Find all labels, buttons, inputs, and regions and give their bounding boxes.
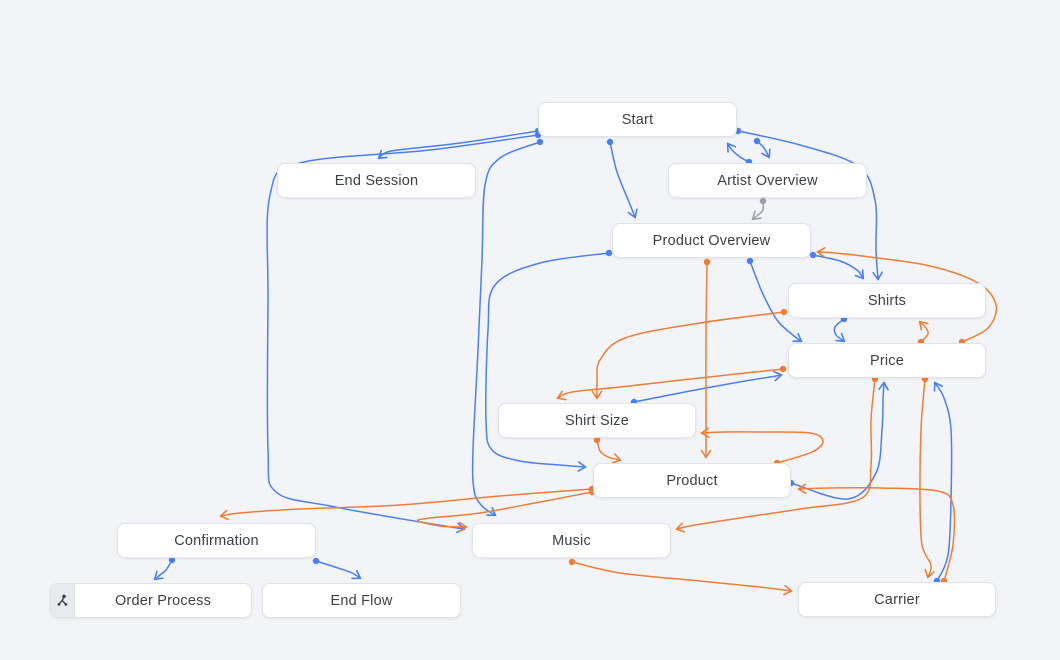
edge-product-overview-shirts	[812, 254, 863, 278]
edge-start-artist-overview	[756, 140, 769, 157]
edge-source-dot	[780, 308, 788, 316]
edge-carrier-price	[935, 383, 953, 582]
node-label: Start	[621, 111, 654, 128]
edge-source-dot	[809, 251, 817, 259]
flow-icon	[51, 584, 75, 617]
node-label: End Session	[334, 172, 419, 189]
edge-source-dot	[703, 258, 711, 266]
edge-price-music	[677, 378, 876, 529]
node-label: Shirts	[867, 292, 907, 309]
edge-shirts-shirt-size	[597, 311, 785, 398]
node-label: Confirmation	[174, 532, 259, 549]
node-label: Carrier	[874, 591, 920, 608]
edge-source-dot	[568, 558, 576, 566]
node-carrier[interactable]: Carrier	[798, 582, 996, 617]
edge-price-carrier	[919, 378, 931, 577]
node-shirts[interactable]: Shirts	[788, 283, 986, 318]
edge-confirmation-order-process	[155, 559, 173, 579]
edge-start-music	[471, 141, 541, 515]
edge-confirmation-end-flow	[315, 560, 360, 578]
node-label: Product	[666, 472, 718, 489]
edge-start-product-overview	[609, 141, 635, 217]
node-label: Price	[869, 352, 905, 369]
edge-source-dot	[753, 137, 761, 145]
edge-artist-overview-product-overview	[753, 200, 765, 219]
edge-price-shirt-size	[558, 368, 784, 398]
edge-start-end-session	[379, 130, 539, 158]
edge-product-price	[790, 383, 884, 500]
edge-source-dot	[746, 257, 754, 265]
node-product[interactable]: Product	[593, 463, 791, 498]
edge-shirt-size-price	[633, 375, 781, 403]
edge-shirts-price	[833, 318, 844, 341]
edge-product-shirt-size	[702, 432, 824, 464]
edge-music-carrier	[571, 561, 791, 591]
edge-source-dot	[759, 197, 767, 205]
node-order-process[interactable]: Order Process	[50, 583, 252, 618]
node-label: Music	[552, 532, 591, 549]
edge-shirt-size-product	[596, 439, 620, 460]
node-end-session[interactable]: End Session	[277, 163, 476, 198]
edge-artist-overview-start	[728, 144, 750, 163]
node-label: Order Process	[114, 592, 212, 609]
node-confirmation[interactable]: Confirmation	[117, 523, 316, 558]
node-shirt-size[interactable]: Shirt Size	[498, 403, 696, 438]
edge-price-shirts	[920, 322, 929, 343]
node-artist-overview[interactable]: Artist Overview	[668, 163, 867, 198]
node-label: Product Overview	[652, 232, 771, 249]
node-product-overview[interactable]: Product Overview	[612, 223, 811, 258]
node-price[interactable]: Price	[788, 343, 986, 378]
node-end-flow[interactable]: End Flow	[262, 583, 461, 618]
edge-source-dot	[312, 557, 320, 565]
edge-source-dot	[606, 138, 614, 146]
edge-product-overview-product	[706, 261, 707, 457]
edge-carrier-product	[799, 488, 956, 582]
edge-product-confirmation	[221, 488, 593, 516]
node-label: Artist Overview	[717, 172, 818, 189]
edge-source-dot	[536, 138, 544, 146]
edge-source-dot	[779, 365, 787, 373]
edge-product-music	[416, 491, 593, 527]
node-music[interactable]: Music	[472, 523, 671, 558]
node-start[interactable]: Start	[538, 102, 737, 137]
node-label: Shirt Size	[564, 412, 630, 429]
node-label: End Flow	[330, 592, 393, 609]
